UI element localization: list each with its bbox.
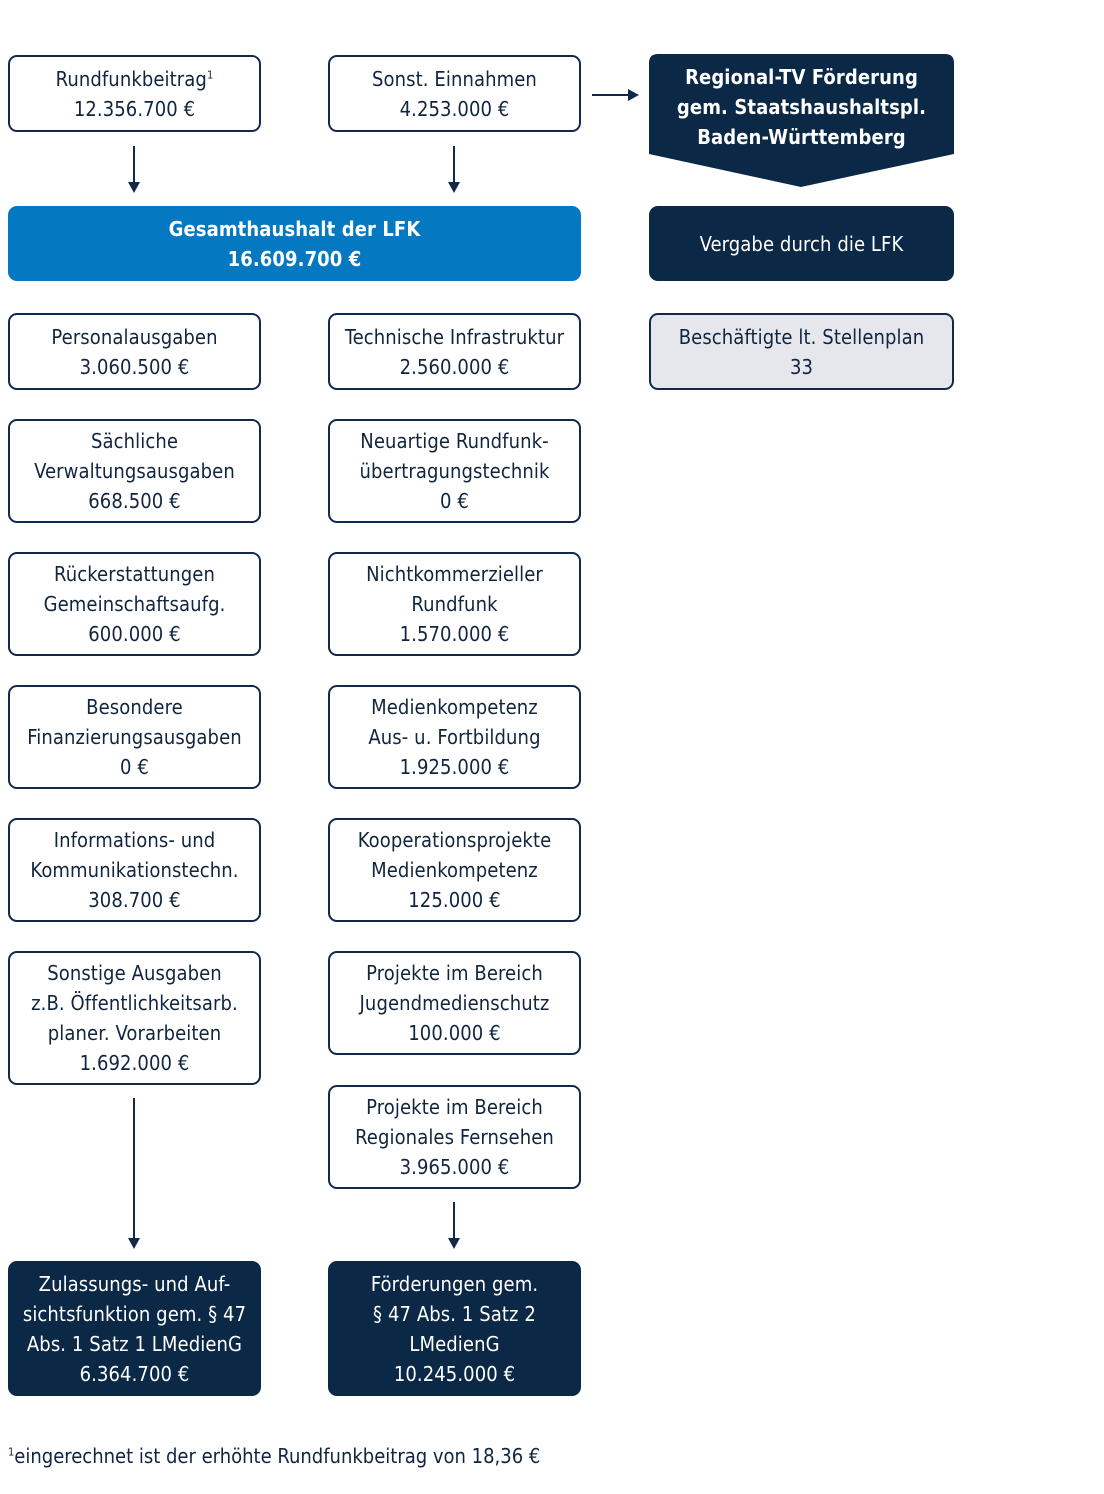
expense-amount: 600.000 € xyxy=(88,622,181,646)
expense-amount: 668.500 € xyxy=(88,489,181,513)
sonst-einnahmen-label: Sonst. Einnahmen xyxy=(372,66,537,91)
result-label: Förderungen gem. xyxy=(370,1271,539,1296)
expense-amount: 2.560.000 € xyxy=(399,354,510,379)
expense-box-finanzierung: Besondere Finanzierungsausgaben 0 € xyxy=(8,685,261,789)
footnote-marker: 1 xyxy=(8,1445,15,1459)
arrow-right-icon xyxy=(592,89,639,101)
expense-amount: 3.060.500 € xyxy=(79,354,190,379)
expense-box-technische-infrastruktur: Technische Infrastruktur 2.560.000 € xyxy=(328,313,581,390)
total-budget-label: Gesamthaushalt der LFK xyxy=(168,216,421,241)
rundfunkbeitrag-box: Rundfunkbeitrag1 12.356.700 € xyxy=(8,55,261,132)
arrow-right-to-regional-tv xyxy=(592,87,640,101)
result-label: Zulassungs- und Auf- xyxy=(38,1271,231,1296)
expense-amount: 1.925.000 € xyxy=(399,755,510,779)
arrow-down-icon xyxy=(448,1202,460,1249)
total-budget-box: Gesamthaushalt der LFK 16.609.700 € xyxy=(8,206,581,281)
expense-box-nichtkommerziell: Nichtkommerzieller Rundfunk 1.570.000 € xyxy=(328,552,581,656)
result-amount: 6.364.700 € xyxy=(79,1361,190,1386)
staff-label: Beschäftigte lt. Stellenplan xyxy=(678,324,925,349)
expense-label: Informations- und xyxy=(53,828,216,852)
expense-label: Rückerstattungen xyxy=(54,562,215,586)
expense-label: Projekte im Bereich xyxy=(366,1095,543,1119)
expense-box-jugendmedienschutz: Projekte im Bereich Jugendmedienschutz 1… xyxy=(328,951,581,1055)
regional-tv-line2: gem. Staatshaushaltspl. xyxy=(676,95,927,119)
expense-label: Besondere xyxy=(86,695,183,719)
expense-label: Projekte im Bereich xyxy=(366,961,543,985)
rundfunkbeitrag-label: Rundfunkbeitrag xyxy=(55,66,207,91)
footnote: 1eingerechnet ist der erhöhte Rundfunkbe… xyxy=(8,1442,540,1470)
expense-box-personal: Personalausgaben 3.060.500 € xyxy=(8,313,261,390)
result-label: LMedienG xyxy=(409,1331,500,1356)
expense-label: Kooperationsprojekte xyxy=(357,828,552,852)
expense-label: Rundfunk xyxy=(411,592,498,616)
expense-label: Verwaltungsausgaben xyxy=(34,459,235,483)
total-budget-amount: 16.609.700 € xyxy=(227,246,362,271)
expense-label: planer. Vorarbeiten xyxy=(47,1021,222,1045)
staff-value: 33 xyxy=(789,354,814,379)
expense-amount: 125.000 € xyxy=(408,888,501,912)
result-label: Abs. 1 Satz 1 LMedienG xyxy=(26,1331,243,1356)
result-label: § 47 Abs. 1 Satz 2 xyxy=(373,1301,536,1326)
expense-box-rueckerstattungen: Rückerstattungen Gemeinschaftsaufg. 600.… xyxy=(8,552,261,656)
expense-box-kooperationsprojekte: Kooperationsprojekte Medienkompetenz 125… xyxy=(328,818,581,922)
footnote-text: eingerechnet ist der erhöhte Rundfunkbei… xyxy=(14,1444,541,1468)
expense-amount: 3.965.000 € xyxy=(399,1155,510,1179)
expense-label: Jugendmedienschutz xyxy=(359,991,550,1015)
expense-amount: 1.692.000 € xyxy=(79,1051,190,1075)
expense-amount: 0 € xyxy=(120,755,149,779)
expense-box-saechlich: Sächliche Verwaltungsausgaben 668.500 € xyxy=(8,419,261,523)
staff-box: Beschäftigte lt. Stellenplan 33 xyxy=(649,313,954,390)
expense-label: Sonstige Ausgaben xyxy=(47,961,222,985)
expense-amount: 0 € xyxy=(440,489,469,513)
expense-label: Kommunikationstechn. xyxy=(30,858,239,882)
sonst-einnahmen-box: Sonst. Einnahmen 4.253.000 € xyxy=(328,55,581,132)
expense-label: Sächliche xyxy=(90,429,179,453)
expense-label: Medienkompetenz xyxy=(371,695,538,719)
result-amount: 10.245.000 € xyxy=(393,1361,516,1386)
arrow-down-icon xyxy=(128,1098,140,1249)
expense-label: Medienkompetenz xyxy=(371,858,538,882)
expense-box-ikt: Informations- und Kommunikationstechn. 3… xyxy=(8,818,261,922)
regional-tv-line3: Baden-Württemberg xyxy=(697,125,906,149)
regional-tv-shape xyxy=(649,54,954,187)
result-label: sichtsfunktion gem. § 47 xyxy=(22,1301,247,1326)
expense-box-sonstige: Sonstige Ausgaben z.B. Öffentlichkeitsar… xyxy=(8,951,261,1085)
expense-label: Technische Infrastruktur xyxy=(344,324,565,349)
expense-box-neuartige: Neuartige Rundfunk- übertragungstechnik … xyxy=(328,419,581,523)
expense-box-regionales-fernsehen: Projekte im Bereich Regionales Fernsehen… xyxy=(328,1085,581,1189)
regional-tv-box: Regional-TV Förderung gem. Staatshaushal… xyxy=(649,54,954,160)
expense-label: Aus- u. Fortbildung xyxy=(368,725,541,749)
expense-box-medienkompetenz: Medienkompetenz Aus- u. Fortbildung 1.92… xyxy=(328,685,581,789)
vergabe-label: Vergabe durch die LFK xyxy=(699,231,904,256)
expense-label: Neuartige Rundfunk- xyxy=(360,429,549,453)
footnote-ref: 1 xyxy=(206,67,214,81)
expense-label: z.B. Öffentlichkeitsarb. xyxy=(31,991,238,1015)
expense-amount: 100.000 € xyxy=(408,1021,501,1045)
expense-label: übertragungstechnik xyxy=(359,459,550,483)
expense-amount: 308.700 € xyxy=(88,888,181,912)
rundfunkbeitrag-amount: 12.356.700 € xyxy=(73,96,196,121)
arrow-down-icon xyxy=(128,146,140,193)
result-box-foerderungen: Förderungen gem. § 47 Abs. 1 Satz 2 LMed… xyxy=(328,1261,581,1396)
sonst-einnahmen-amount: 4.253.000 € xyxy=(399,96,510,121)
expense-amount: 1.570.000 € xyxy=(399,622,510,646)
arrow-down-icon xyxy=(448,146,460,193)
result-box-zulassung: Zulassungs- und Auf- sichtsfunktion gem.… xyxy=(8,1261,261,1396)
regional-tv-line1: Regional-TV Förderung xyxy=(685,65,918,89)
expense-label: Regionales Fernsehen xyxy=(355,1125,554,1149)
vergabe-box: Vergabe durch die LFK xyxy=(649,206,954,281)
expense-label: Gemeinschaftsaufg. xyxy=(43,592,226,616)
expense-label: Personalausgaben xyxy=(51,324,218,349)
expense-label: Nichtkommerzieller xyxy=(366,562,543,586)
expense-label: Finanzierungsausgaben xyxy=(27,725,242,749)
